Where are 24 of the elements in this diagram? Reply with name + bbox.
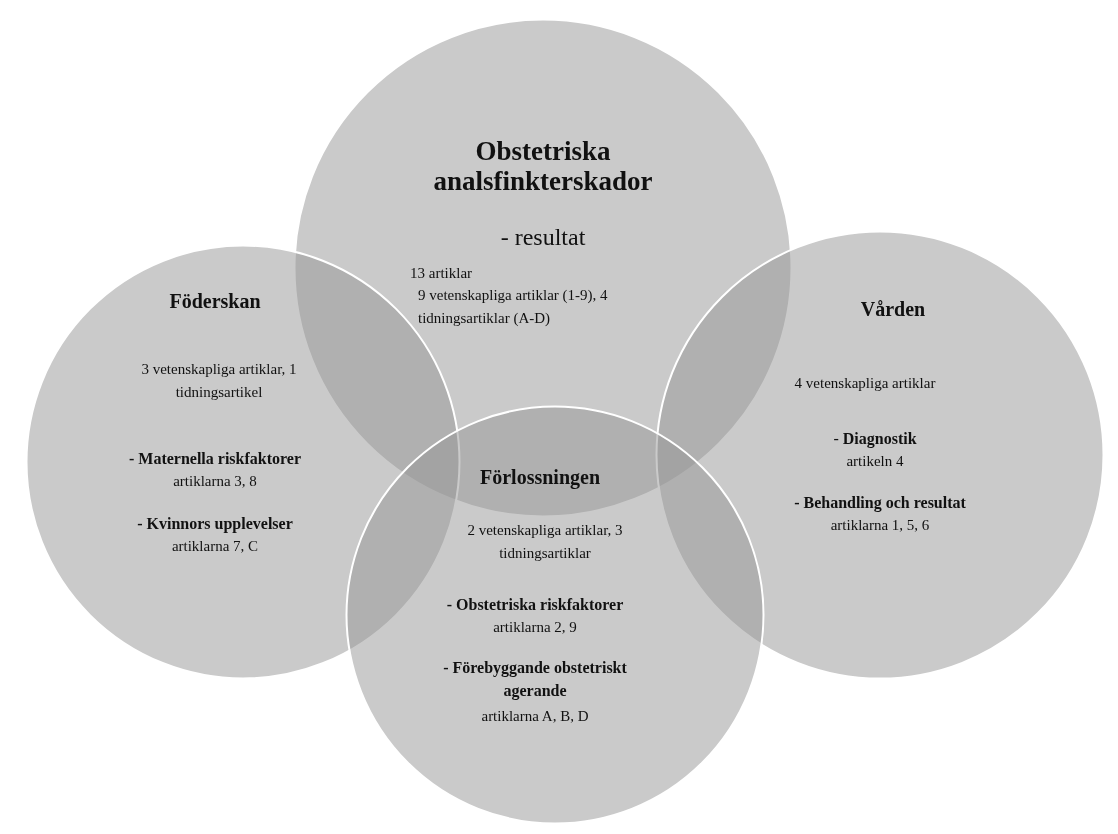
reference-text: artiklarna A, B, D bbox=[480, 707, 590, 726]
reference-text: artiklarna 1, 5, 6 bbox=[829, 516, 931, 535]
subtitle-text: - resultat bbox=[499, 223, 587, 252]
reference-text: artiklarna 3, 8 bbox=[172, 472, 258, 491]
count-text: 13 artiklar bbox=[410, 264, 474, 283]
reference-text: artiklarna 7, C bbox=[170, 537, 260, 556]
subheading-text: - Kvinnors upplevelser bbox=[136, 514, 294, 535]
heading-text: Vården bbox=[859, 298, 927, 321]
venn-circle bbox=[655, 230, 1105, 680]
heading-text: Förlossningen bbox=[479, 466, 601, 489]
description-text: 3 vetenskapliga artiklar, 1 tidningsartikel bbox=[140, 360, 298, 402]
heading-text: Föderskan bbox=[168, 290, 262, 313]
title-text: Obstetriska analsfinkterskador bbox=[432, 136, 654, 196]
description-text: 4 vetenskapliga artiklar bbox=[793, 374, 937, 393]
subheading-text: - Diagnostik bbox=[832, 429, 918, 450]
subheading-text: - Obstetriska riskfaktorer bbox=[445, 595, 625, 615]
venn-circle bbox=[345, 405, 765, 825]
reference-text: artikeln 4 bbox=[845, 452, 905, 471]
description-text: 9 vetenskapliga artiklar (1-9), 4 tidningsartiklar (A-D) bbox=[418, 286, 609, 328]
reference-text: artiklarna 2, 9 bbox=[492, 618, 578, 637]
subheading-text: - Förebyggande obstetriskt agerande bbox=[442, 658, 628, 702]
subheading-text: - Behandling och resultat bbox=[793, 493, 967, 514]
description-text: 2 vetenskapliga artiklar, 3 tidningsartiklar bbox=[466, 521, 624, 563]
subheading-text: - Maternella riskfaktorer bbox=[127, 449, 303, 469]
